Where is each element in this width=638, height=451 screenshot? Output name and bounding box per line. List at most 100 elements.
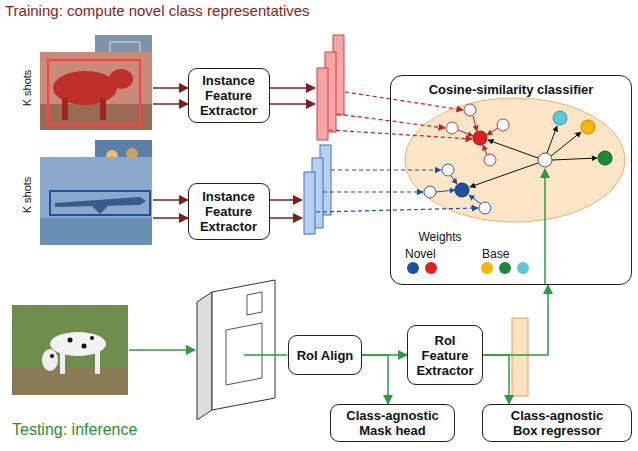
roi-align-box: RoI Align (288, 335, 362, 375)
dashed-projection-part (331, 169, 441, 170)
legend-dot-part (481, 262, 493, 274)
query-image-dog-part (82, 344, 87, 349)
phase-label: Testing: inference (12, 421, 137, 439)
node-text: RoI Align (297, 348, 354, 363)
class-point-part (470, 163, 538, 187)
class-point-part (547, 126, 557, 153)
feature-map-part (247, 292, 262, 315)
shots-label: K shots (21, 70, 33, 107)
query-image-dog-part (50, 354, 54, 358)
node-text: Class-agnostic Box regressor (500, 408, 615, 438)
support-image-cow-part (100, 98, 106, 120)
feature-map-part (129, 349, 195, 351)
class-point-part (473, 116, 477, 131)
feature-arrow-part (268, 199, 302, 201)
node-text: Instance Feature Extractor (194, 73, 264, 118)
class-point-part (424, 186, 436, 198)
class-point-part (553, 111, 567, 125)
support-image-plane-part (90, 204, 110, 214)
extractor-box: RoI Feature Extractor (407, 325, 483, 385)
query-image-dog-part (90, 336, 94, 340)
node-text: RoI Feature Extractor (413, 333, 477, 378)
weights-label: Weights (418, 230, 461, 244)
extractor-box: Instance Feature Extractor (188, 183, 270, 240)
class-point-part (446, 122, 458, 134)
class-point-part (483, 145, 487, 155)
title-text: Training: compute novel class representa… (5, 2, 310, 19)
feature-map (129, 280, 528, 420)
dashed-projection-part (323, 191, 423, 192)
class-point-part (479, 202, 491, 214)
query-image-dog (12, 305, 128, 395)
class-point-part (473, 131, 487, 145)
support-image-cow (40, 35, 152, 130)
head-box: Class-agnostic Mask head (330, 404, 455, 442)
legend-dot-part (499, 262, 511, 274)
feature-map-part (226, 323, 262, 385)
feature-arrow-part (153, 103, 188, 105)
embedding-space (405, 98, 625, 222)
class-point-part (451, 176, 457, 184)
support-image-cow-part (40, 104, 152, 130)
class-point-part (497, 119, 509, 131)
class-point-part (469, 195, 481, 204)
support-image-cow-part (62, 98, 68, 120)
query-image-dog-part (68, 338, 73, 343)
feature-arrow-part (153, 199, 188, 201)
class-point-part (544, 169, 546, 285)
class-point-part (436, 190, 455, 192)
node-text: Cosine-similarity classifier (429, 82, 594, 97)
class-point-part (464, 104, 476, 116)
class-point-part (488, 140, 538, 158)
feature-vector-part (317, 68, 328, 140)
support-image-plane-part (40, 157, 152, 245)
feature-vector-part (304, 172, 315, 234)
legend-text: Base (482, 247, 509, 261)
feature-map-part (244, 354, 287, 356)
dashed-projection (316, 92, 478, 212)
feature-arrow-part (268, 217, 302, 219)
feature-arrow-part (153, 87, 188, 89)
query-image-dog-part (12, 305, 128, 395)
query-image-dog-part (60, 350, 65, 374)
head-box: Class-agnostic Box regressor (482, 404, 632, 442)
node-text: Instance Feature Extractor (194, 189, 264, 234)
legend-dot-part (407, 262, 419, 274)
connector-arrow (362, 355, 388, 404)
class-point-part (455, 183, 469, 197)
legend-dot (407, 262, 529, 274)
dashed-projection-part (316, 208, 478, 212)
class-point-part (552, 158, 597, 160)
support-image-cow-part (40, 52, 152, 130)
legend-text: Novel (405, 247, 436, 261)
connector-arrow (483, 355, 509, 404)
class-point-part (581, 120, 595, 134)
feature-vector (304, 35, 344, 234)
feature-map-part (197, 292, 212, 420)
feature-arrow-part (153, 217, 188, 219)
support-image-plane (40, 140, 152, 245)
support-image-cow-part (109, 69, 133, 89)
class-point-part (442, 164, 454, 176)
feature-map-part (512, 318, 528, 396)
support-image-plane-part (40, 218, 152, 245)
connector-arrow (483, 285, 548, 355)
class-point-part (598, 151, 612, 165)
support-image-cow-part (48, 60, 140, 124)
feature-arrow-part (268, 103, 315, 105)
legend-dot-part (425, 262, 437, 274)
legend-dot-part (517, 262, 529, 274)
feature-map-part (212, 280, 275, 410)
class-point-part (458, 130, 473, 136)
shots-label: K shots (21, 177, 33, 214)
class-point-part (551, 132, 581, 156)
class-point (424, 104, 612, 285)
dashed-projection-part (337, 114, 445, 128)
query-image-dog-part (42, 349, 58, 371)
class-point-part (487, 128, 498, 135)
embedding-space-part (405, 98, 625, 222)
class-point-part (484, 154, 496, 166)
